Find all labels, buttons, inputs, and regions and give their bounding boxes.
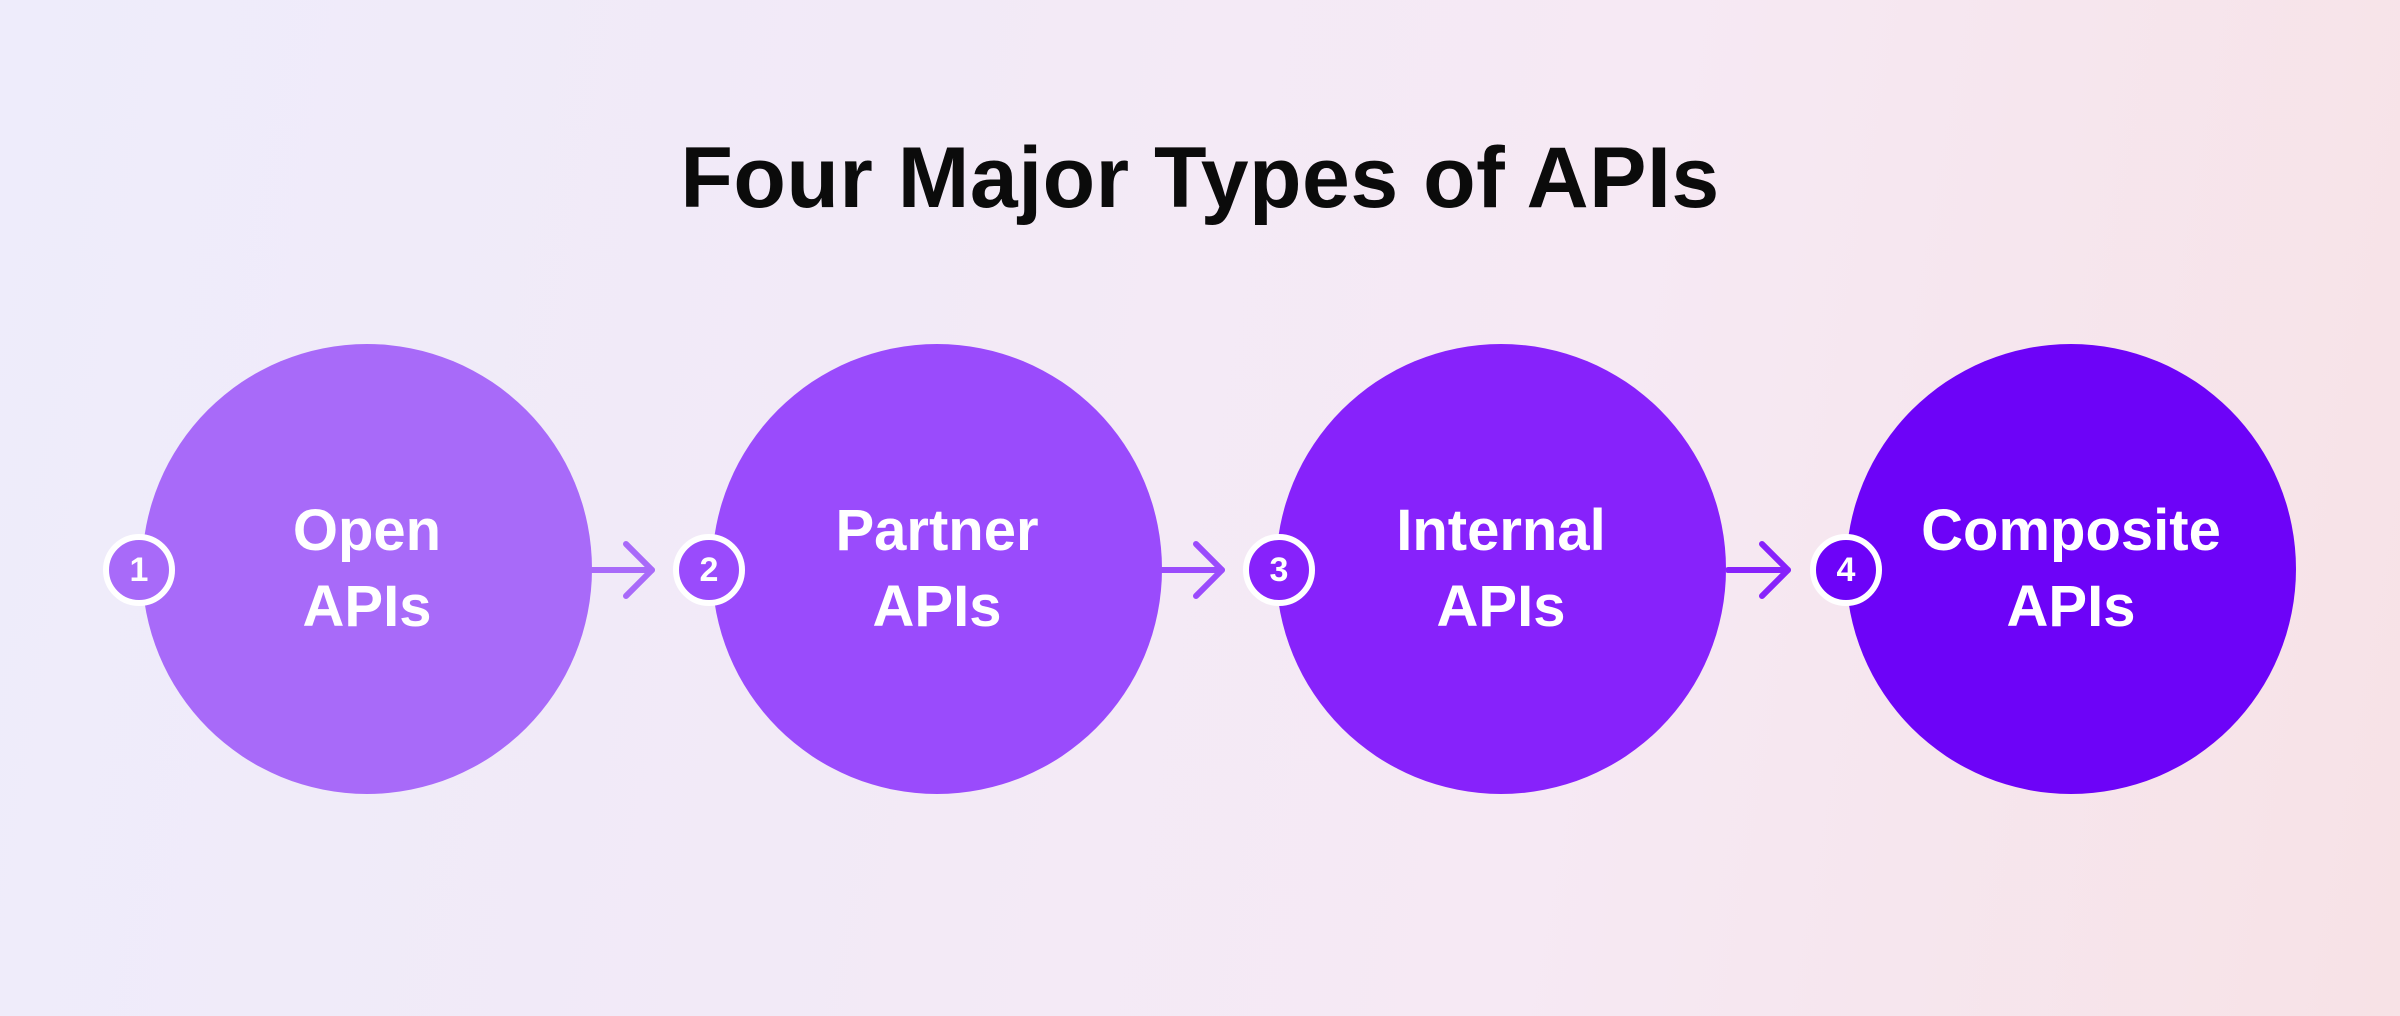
diagram-title: Four Major Types of APIs <box>680 130 1720 226</box>
step-label: Partner APIs <box>772 493 1102 645</box>
arrow-right-icon <box>1726 541 1791 599</box>
step-label: Composite APIs <box>1906 493 2236 645</box>
step-number-badge: 4 <box>1810 534 1882 606</box>
step-label-line1: Internal <box>1396 498 1606 563</box>
step-label: Internal APIs <box>1336 493 1666 645</box>
step-number-badge: 3 <box>1243 534 1315 606</box>
step-circle-partner-apis: Partner APIs <box>712 344 1162 794</box>
step-number-badge: 1 <box>103 534 175 606</box>
arrow-right-icon <box>590 541 655 599</box>
step-label-line1: Open <box>292 498 442 563</box>
step-label-line1: Partner <box>835 498 1039 563</box>
step-circle-internal-apis: Internal APIs <box>1276 344 1726 794</box>
step-circle-composite-apis: Composite APIs <box>1846 344 2296 794</box>
step-circle-open-apis: Open APIs <box>142 344 592 794</box>
step-label-line1: Composite <box>1921 498 2221 563</box>
step-label: Open APIs <box>202 493 532 645</box>
arrow-right-icon <box>1160 541 1225 599</box>
step-label-line2: APIs <box>1436 574 1566 639</box>
step-number-badge: 2 <box>673 534 745 606</box>
step-label-line2: APIs <box>302 574 432 639</box>
step-label-line2: APIs <box>872 574 1002 639</box>
step-label-line2: APIs <box>2006 574 2136 639</box>
